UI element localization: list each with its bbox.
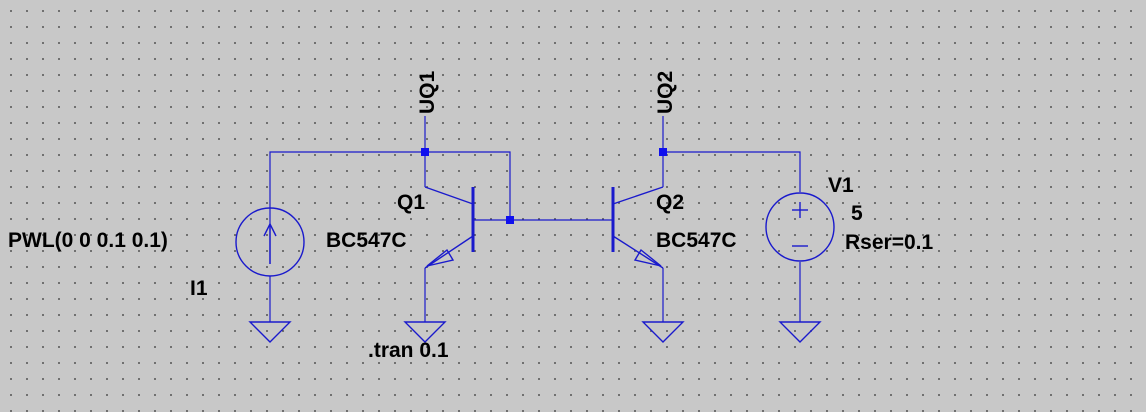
q1-model-label[interactable]: BC547C [326,229,407,252]
voltage-source-circle [765,192,835,262]
spice-directive[interactable]: .tran 0.1 [368,339,449,362]
net-label-uq1[interactable]: UQ1 [416,71,439,115]
q1-name-label[interactable]: Q1 [397,191,425,214]
voltage-source-v1[interactable] [765,192,835,262]
current-source-circle [235,207,305,277]
ground-icon-q1[interactable] [403,321,447,343]
i1-name-label[interactable]: I1 [190,277,208,300]
arrow-up-icon [263,222,277,237]
ground-icon-v1[interactable] [778,321,822,343]
net-label-uq2[interactable]: UQ2 [654,71,677,114]
junction-uq2 [659,148,667,156]
v1-param-label[interactable]: Rser=0.1 [845,231,933,254]
wire-q2-collector-to-v1[interactable] [663,151,801,192]
q1-collector-leg [424,186,474,205]
q2-name-label[interactable]: Q2 [656,191,684,214]
wires [269,116,801,322]
v1-value-label[interactable]: 5 [851,202,863,225]
i1-value-label[interactable]: PWL(0 0 0.1 0.1) [8,229,168,252]
q2-model-label[interactable]: BC547C [656,229,737,252]
q2-emitter-arrow-icon [633,248,662,267]
q2-emitter-leg [612,235,664,269]
ground-icon-q2[interactable] [641,321,685,343]
v1-name-label[interactable]: V1 [828,174,854,197]
transistor-q2[interactable] [611,186,664,269]
ground-icon-i1[interactable] [248,321,292,343]
transistor-q1[interactable] [424,186,475,269]
current-source-i1[interactable] [235,207,305,277]
junction-uq1 [421,148,429,156]
q2-collector-leg [612,186,664,205]
q1-emitter-arrow-icon [426,248,455,267]
junction-q1-base [506,216,514,224]
